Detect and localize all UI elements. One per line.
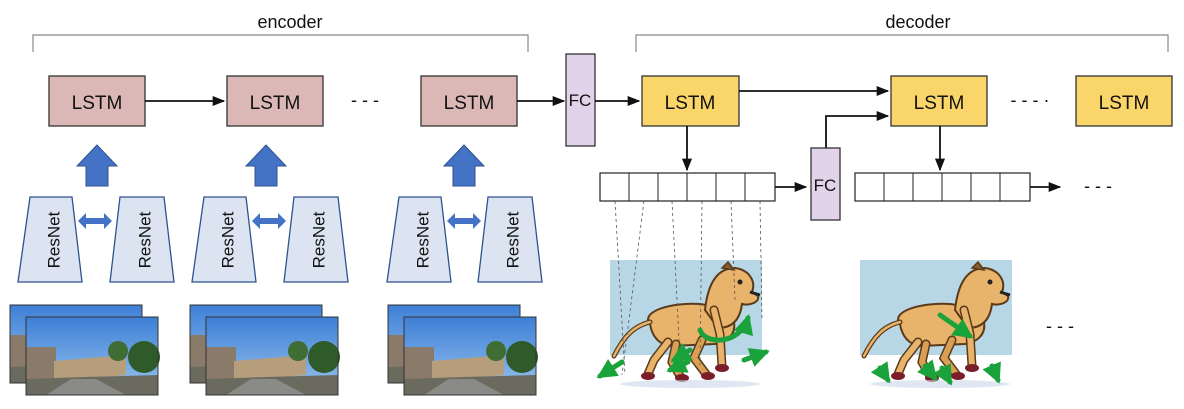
encoder-lstm-1: LSTM [48, 75, 146, 127]
resnet-1a-label: ResNet [44, 211, 63, 268]
up-arrow-1-icon [75, 144, 119, 187]
encoder-ellipsis: - - - [351, 90, 379, 110]
up-arrow-2-icon [244, 144, 288, 187]
frame-stack-2-icon [189, 304, 341, 396]
output-vector-2 [854, 172, 1031, 202]
decoder-lstm-1-label: LSTM [665, 93, 716, 114]
resnet-pair-3: ResNet ResNet [386, 196, 543, 283]
output-vector-1 [599, 172, 776, 202]
motion-arrows-1 [596, 314, 770, 379]
motion-arrows-2 [870, 312, 1001, 386]
frame-stack-3-icon [387, 304, 539, 396]
double-arrow-2-icon [252, 213, 286, 229]
resnet-3a-label: ResNet [413, 211, 432, 268]
decoder-lstm-2: LSTM [890, 75, 988, 127]
resnet-1b-label: ResNet [135, 211, 154, 268]
resnet-2a-label: ResNet [218, 211, 237, 268]
decoder-lstm-3-label: LSTM [1099, 93, 1150, 114]
encoder-bracket [32, 34, 529, 52]
fc-block-1: FC [565, 53, 596, 147]
resnet-3b-label: ResNet [503, 211, 522, 268]
projection-lines [614, 200, 763, 376]
decoder-lstm-3: LSTM [1075, 75, 1173, 127]
vector-ellipsis: - - - [1084, 176, 1112, 196]
encoder-lstm-2-label: LSTM [250, 93, 301, 114]
arrow-fc2-dec2 [825, 110, 890, 148]
frame-stack-1-icon [9, 304, 161, 396]
decoder-lstm-2-label: LSTM [914, 93, 965, 114]
dog-pose-1 [596, 200, 770, 388]
encoder-lstm-1-label: LSTM [72, 93, 123, 114]
decoder-bracket [635, 34, 1169, 52]
encoder-label: encoder [257, 12, 322, 32]
fc-block-1-label: FC [569, 91, 592, 110]
resnet-pair-1: ResNet ResNet [17, 196, 175, 283]
encoder-lstm-2: LSTM [226, 75, 324, 127]
double-arrow-1-icon [78, 213, 112, 229]
decoder-ellipsis: - - - · [1011, 90, 1050, 110]
decoder-label: decoder [885, 12, 950, 32]
decoder-lstm-1: LSTM [641, 75, 740, 127]
fc-block-2: FC [810, 147, 841, 221]
encoder-lstm-3: LSTM [420, 75, 518, 127]
fc-block-2-label: FC [814, 176, 837, 195]
up-arrow-3-icon [442, 144, 486, 187]
dog-pose-2 [860, 260, 1012, 388]
resnet-pair-2: ResNet ResNet [191, 196, 349, 283]
encoder-lstm-3-label: LSTM [444, 93, 495, 114]
pose-ellipsis: - - - [1046, 316, 1074, 336]
resnet-2b-label: ResNet [309, 211, 328, 268]
double-arrow-3-icon [447, 213, 481, 229]
